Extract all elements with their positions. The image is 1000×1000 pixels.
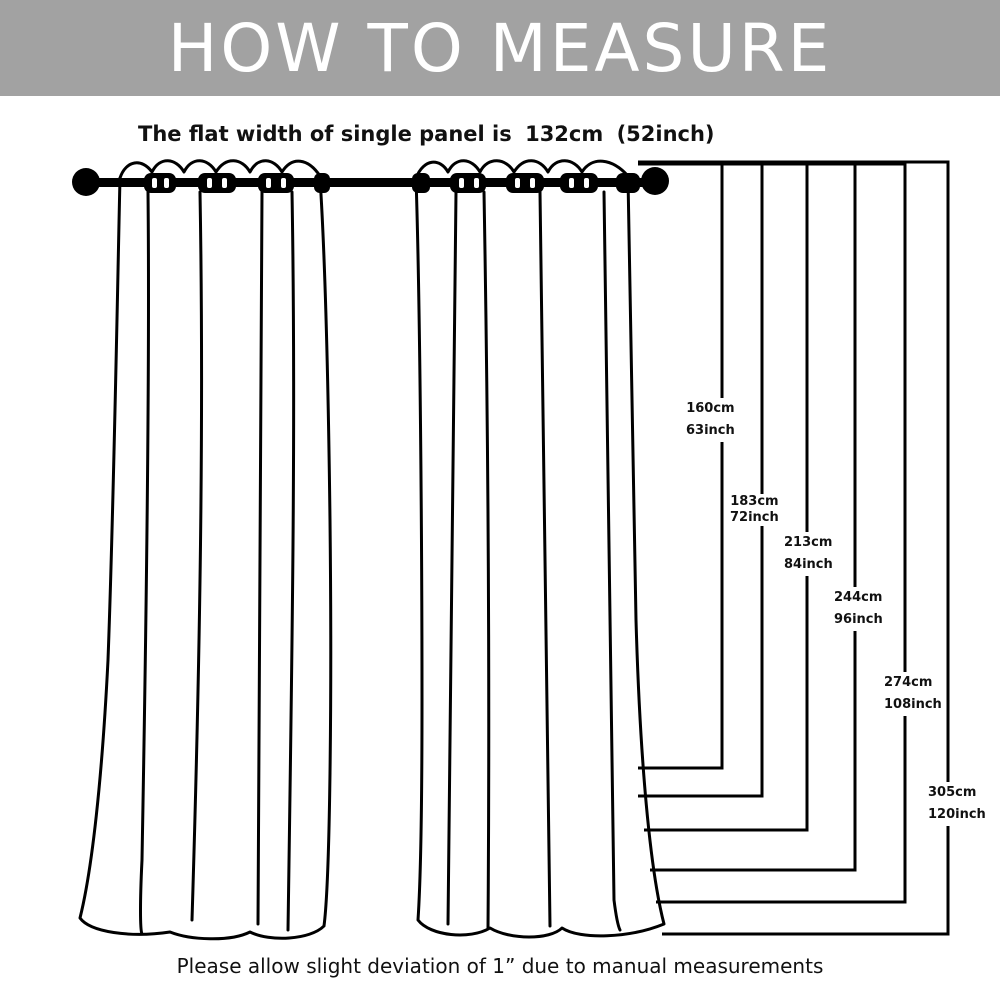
grommet xyxy=(560,173,598,193)
right-curtain-panel xyxy=(414,159,666,939)
rod-finial-right xyxy=(641,167,669,195)
length-guides xyxy=(638,160,950,936)
length-inch: 96inch xyxy=(834,612,883,627)
grommet xyxy=(258,173,294,193)
grommet xyxy=(616,173,640,193)
length-guide-274 xyxy=(638,162,907,904)
right-curtain-top-wave xyxy=(414,159,630,180)
grommet xyxy=(198,173,236,193)
grommet xyxy=(144,173,176,193)
panel-width-prefix: The flat width of single panel is xyxy=(138,122,512,146)
length-guide-305 xyxy=(638,160,950,936)
length-label-183: 183cm 72inch xyxy=(730,494,779,526)
left-curtain-fold xyxy=(256,190,264,926)
left-curtain-fold xyxy=(286,190,296,932)
length-guide-183 xyxy=(638,162,764,798)
left-curtain-fold xyxy=(139,190,151,936)
grommet xyxy=(450,173,486,193)
length-label-244: 244cm 96inch xyxy=(834,587,883,631)
length-inch: 84inch xyxy=(784,557,833,572)
length-inch: 120inch xyxy=(928,807,986,822)
length-inch: 63inch xyxy=(686,423,735,438)
right-curtain-fold xyxy=(446,190,458,926)
length-cm: 274cm xyxy=(884,675,933,690)
length-inch: 72inch xyxy=(730,510,779,525)
left-curtain-panel xyxy=(78,159,333,941)
length-label-274: 274cm 108inch xyxy=(884,672,942,716)
length-cm: 160cm xyxy=(686,401,735,416)
right-curtain-fold xyxy=(482,190,491,930)
length-inch: 108inch xyxy=(884,697,942,712)
right-curtain-fold xyxy=(602,190,622,932)
page-title: HOW TO MEASURE xyxy=(167,9,833,87)
grommet xyxy=(506,173,544,193)
length-cm: 305cm xyxy=(928,785,977,800)
left-curtain-top-wave xyxy=(118,159,322,180)
length-label-213: 213cm 84inch xyxy=(784,532,833,576)
length-label-160: 160cm 63inch xyxy=(686,398,735,442)
grommet xyxy=(314,173,330,193)
grommet xyxy=(412,173,430,193)
curtain-rod xyxy=(72,167,669,196)
footnote: Please allow slight deviation of 1” due … xyxy=(176,954,824,978)
length-cm: 183cm xyxy=(730,494,779,509)
right-curtain-fold xyxy=(538,190,552,928)
panel-width-note: The flat width of single panel is 132cm … xyxy=(138,122,721,146)
panel-width-inch: (52inch) xyxy=(616,122,715,146)
length-cm: 213cm xyxy=(784,535,833,550)
panel-width-cm: 132cm xyxy=(525,122,604,146)
rod-bar xyxy=(86,178,654,187)
length-cm: 244cm xyxy=(834,590,883,605)
left-curtain-outline xyxy=(78,176,333,941)
right-curtain-outline xyxy=(414,176,666,939)
header-banner: HOW TO MEASURE xyxy=(0,0,1000,96)
length-label-305: 305cm 120inch xyxy=(928,782,986,826)
length-guide-160 xyxy=(638,162,724,770)
rod-finial-left xyxy=(72,168,100,196)
grommet-holes xyxy=(152,178,589,188)
left-curtain-fold xyxy=(190,190,204,922)
